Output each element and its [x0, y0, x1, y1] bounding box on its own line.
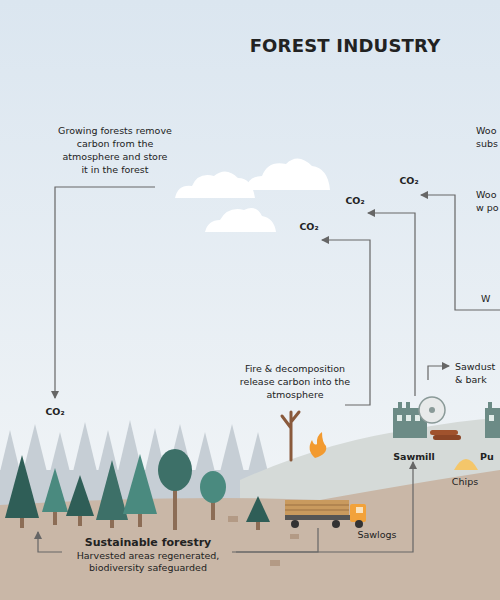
co2-label: CO₂	[297, 220, 321, 233]
annotation: Woo subs	[476, 124, 500, 150]
node-heading: Sawmill	[388, 451, 440, 462]
forestry-area: Sustainable forestryHarvested areas rege…	[60, 535, 236, 579]
carbon-arrows	[38, 187, 500, 552]
node-body: Harvested areas regenerated, biodiversit…	[60, 550, 236, 574]
co2-label: CO₂	[43, 405, 67, 418]
dead-tree	[282, 412, 299, 460]
annotation: Fire & decomposition release carbon into…	[232, 362, 358, 401]
co2-label: CO₂	[343, 194, 367, 207]
flow-arrow	[236, 462, 413, 552]
chips-pile	[454, 459, 478, 470]
annotation: Chips	[448, 475, 482, 488]
sawmill-building	[393, 397, 461, 440]
node-heading: Pu	[480, 451, 500, 462]
fire	[310, 432, 327, 458]
pulp-building	[485, 402, 500, 438]
forest-trees	[5, 449, 299, 566]
node-heading: Sustainable forestry	[60, 535, 236, 550]
annotation: Woo w po	[476, 188, 500, 214]
mill-site: Pu	[480, 398, 500, 462]
mill-site: Sawmill	[388, 398, 440, 462]
diagram-title: FOREST INDUSTRY	[195, 35, 495, 56]
clouds	[175, 158, 330, 232]
ground	[0, 470, 500, 600]
annotation: W	[481, 292, 500, 305]
annotation: Growing forests remove carbon from the a…	[58, 124, 172, 176]
annotation: Sawdust & bark	[455, 360, 500, 386]
co2-label: CO₂	[397, 174, 421, 187]
edge-label: Sawlogs	[351, 528, 403, 541]
truck	[285, 500, 366, 528]
